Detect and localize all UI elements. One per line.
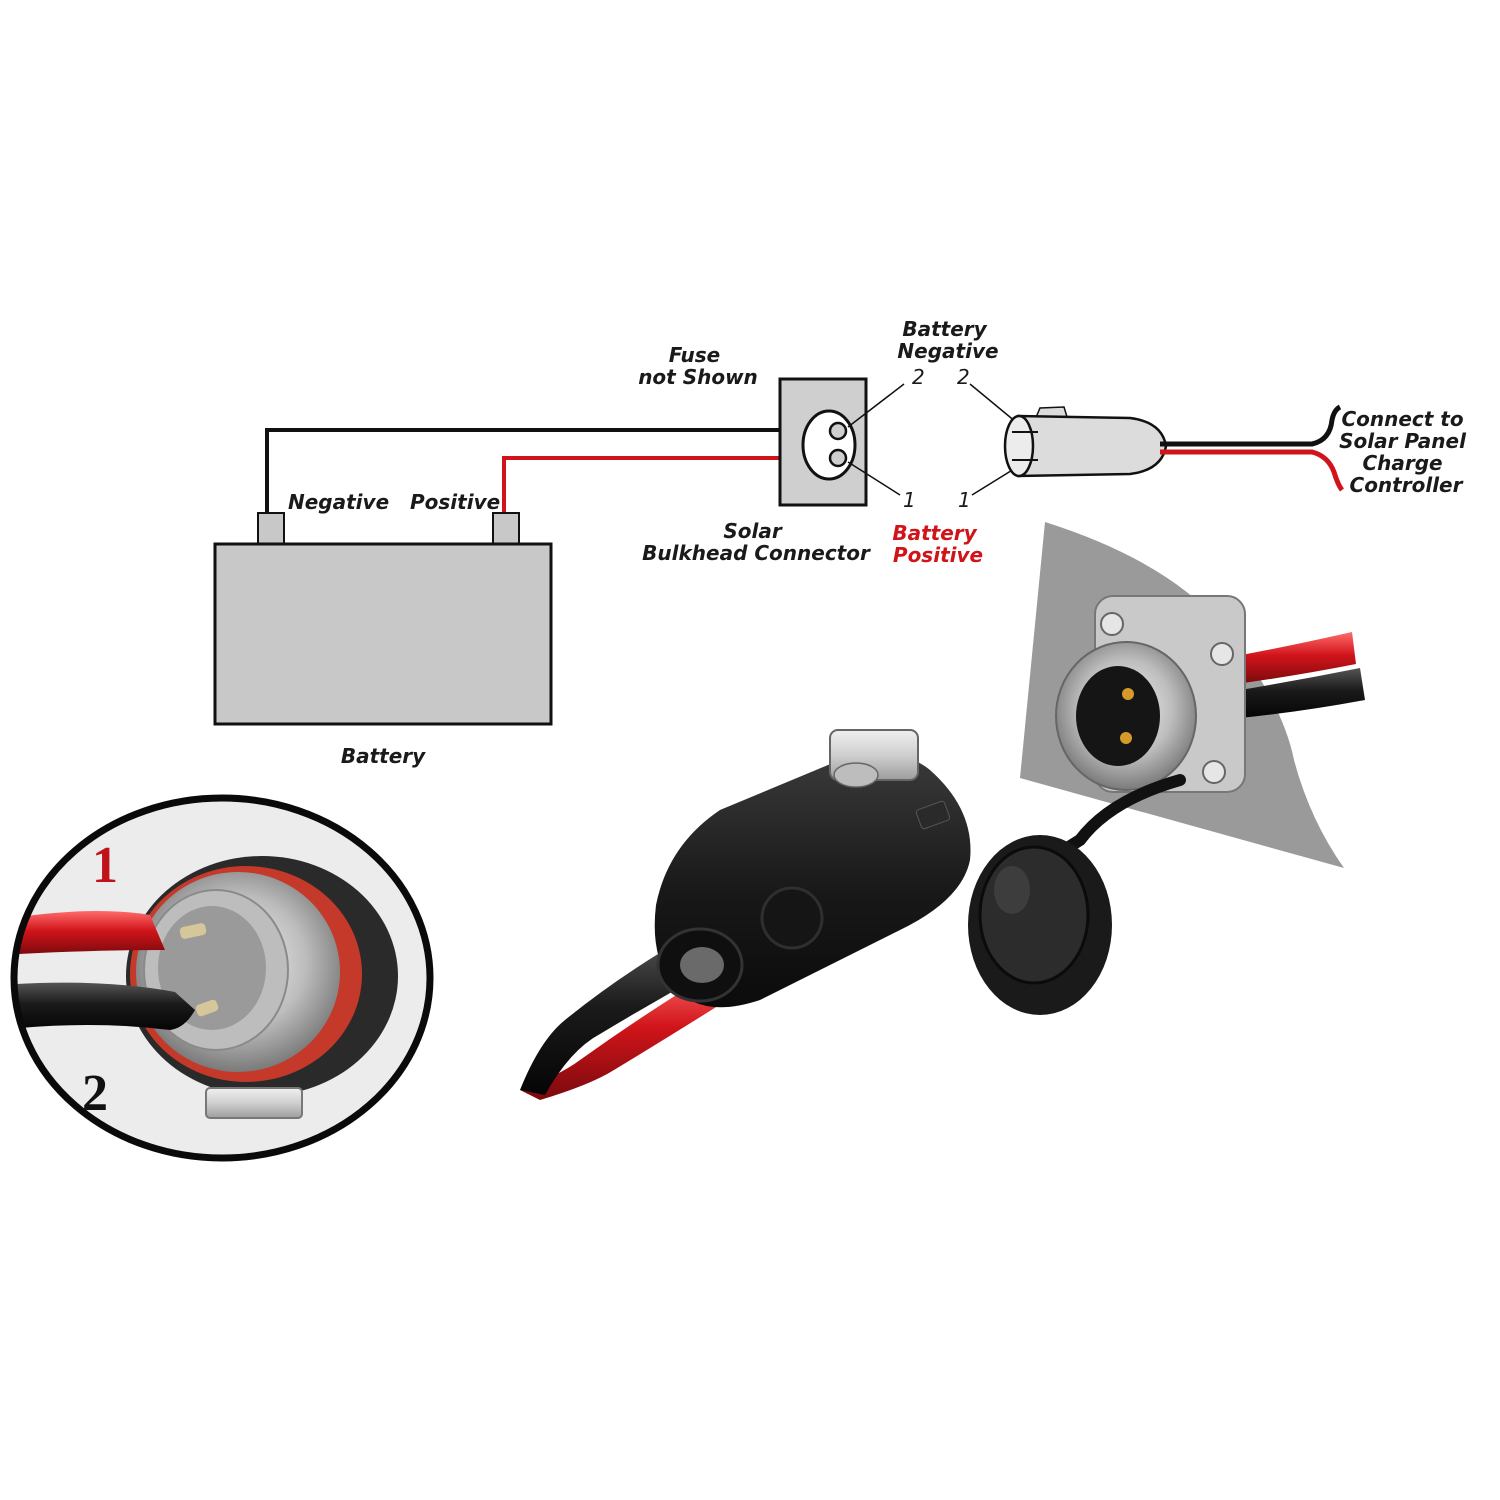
cap-tether <box>1058 774 1186 856</box>
leader-bulkhead-2 <box>847 383 905 428</box>
schematic: Fuse not Shown Battery Negative 2 2 1 1 … <box>213 317 1473 768</box>
positive-terminal-label: Positive <box>410 490 500 514</box>
plug-logo-badge <box>915 800 951 830</box>
socket-cable-black <box>1240 668 1365 718</box>
bulkhead-pin-1 <box>828 448 848 468</box>
socket-pin-bottom <box>1120 732 1132 744</box>
closeup-frame <box>10 794 434 1162</box>
closeup-pin-1 <box>179 923 207 939</box>
controller-note: Connect to Solar Panel Charge Controller <box>1339 407 1473 497</box>
plug-latch-post <box>833 762 879 788</box>
closeup-red-wire <box>14 911 165 955</box>
socket-face <box>1076 666 1160 766</box>
dust-cap-highlight <box>994 866 1030 914</box>
cable-plug-drawing <box>1003 406 1168 478</box>
closeup-metal-tab <box>205 1087 303 1119</box>
closeup-pin-2 <box>195 999 219 1017</box>
closeup-pin2-label: 2 <box>82 1065 108 1122</box>
leader-bulkhead-1 <box>847 461 901 496</box>
socket-cable-red <box>1236 632 1356 684</box>
output-positive-wire <box>1160 449 1345 492</box>
output-negative-wire <box>1160 404 1342 447</box>
pinout-closeup: 1 2 <box>10 794 434 1162</box>
plug-photo <box>520 729 971 1100</box>
bulkhead-pin-2 <box>828 421 848 441</box>
dust-cap-inner <box>978 845 1090 985</box>
negative-terminal-label: Negative <box>288 490 389 514</box>
plug-side-button <box>760 886 824 950</box>
plug-cable-exit <box>680 947 724 983</box>
positive-terminal <box>492 512 520 545</box>
negative-wire <box>265 428 780 515</box>
negative-terminal <box>257 512 285 545</box>
bulkhead-pin-2-label: 2 <box>912 365 925 389</box>
panel-socket-photo <box>968 522 1365 1015</box>
bulkhead-pin-1-label: 1 <box>903 488 916 512</box>
plug-cable-red <box>520 968 740 1100</box>
flange-screw <box>1210 642 1234 666</box>
closeup-black-wire <box>14 982 195 1030</box>
flange-screw <box>1100 612 1124 636</box>
plug-pin-2-label: 2 <box>957 365 970 389</box>
battery-body <box>213 542 553 726</box>
bulkhead-connector-label: Solar Bulkhead Connector <box>642 519 871 565</box>
closeup-pin1-label: 1 <box>92 837 118 894</box>
battery-positive-label: Battery Positive <box>892 521 983 567</box>
positive-wire <box>502 456 780 515</box>
socket-pin-top <box>1122 688 1134 700</box>
bulkhead-socket <box>801 409 857 481</box>
battery-negative-label: Battery Negative <box>897 317 998 363</box>
fuse-note: Fuse not Shown <box>638 343 758 389</box>
flange-screw <box>1202 760 1226 784</box>
plug-pin-1-label: 1 <box>958 488 971 512</box>
battery-label: Battery <box>341 744 426 768</box>
